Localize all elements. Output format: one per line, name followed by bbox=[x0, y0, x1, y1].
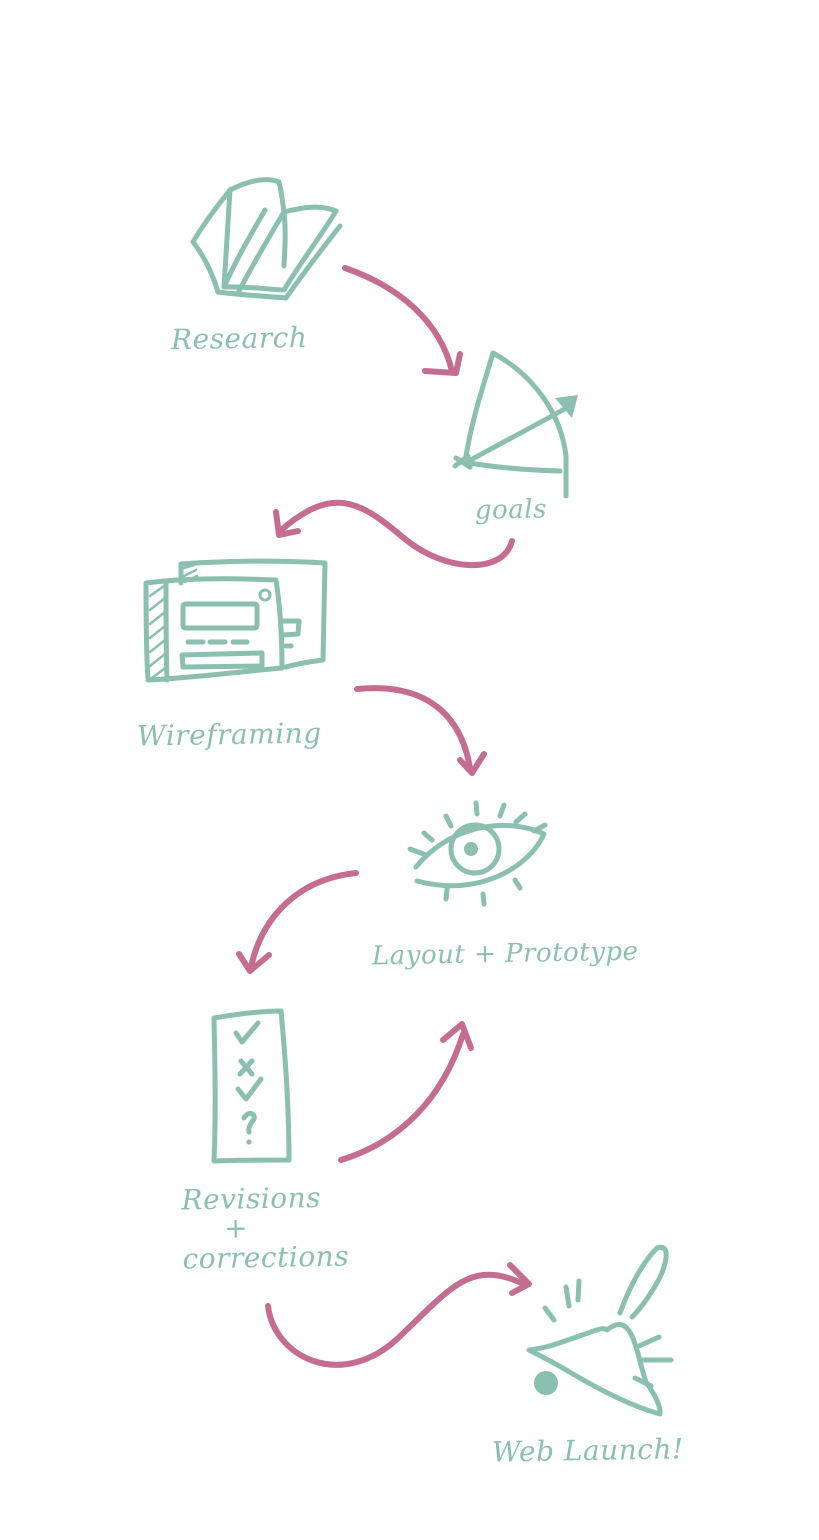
arrow-revisions-to-launch bbox=[265, 1262, 532, 1368]
bell-icon bbox=[526, 1244, 674, 1417]
bow-and-arrow-icon bbox=[452, 350, 578, 499]
revisions-label-line3: corrections bbox=[182, 1239, 350, 1276]
revisions-corrections-label: Revisions + corrections bbox=[181, 1181, 350, 1276]
research-label: Research bbox=[170, 320, 308, 357]
layout-prototype-label: Layout + Prototype bbox=[371, 936, 639, 972]
arrow-revisions-to-layout bbox=[338, 1021, 474, 1163]
arrow-goals-to-wireframing bbox=[273, 499, 515, 569]
wireframing-label: Wireframing bbox=[136, 716, 322, 753]
goals-label: goals bbox=[474, 494, 548, 526]
wireframe-icon bbox=[143, 558, 328, 683]
web-launch-label: Web Launch! bbox=[491, 1432, 684, 1469]
checklist-icon bbox=[211, 1008, 292, 1164]
eye-icon bbox=[407, 800, 548, 907]
revisions-label-line1: Revisions bbox=[181, 1181, 322, 1217]
arrow-wireframing-to-layout bbox=[354, 685, 487, 776]
book-icon bbox=[190, 177, 343, 301]
arrow-research-to-goals bbox=[342, 265, 463, 376]
arrow-layout-to-revisions bbox=[236, 870, 359, 974]
